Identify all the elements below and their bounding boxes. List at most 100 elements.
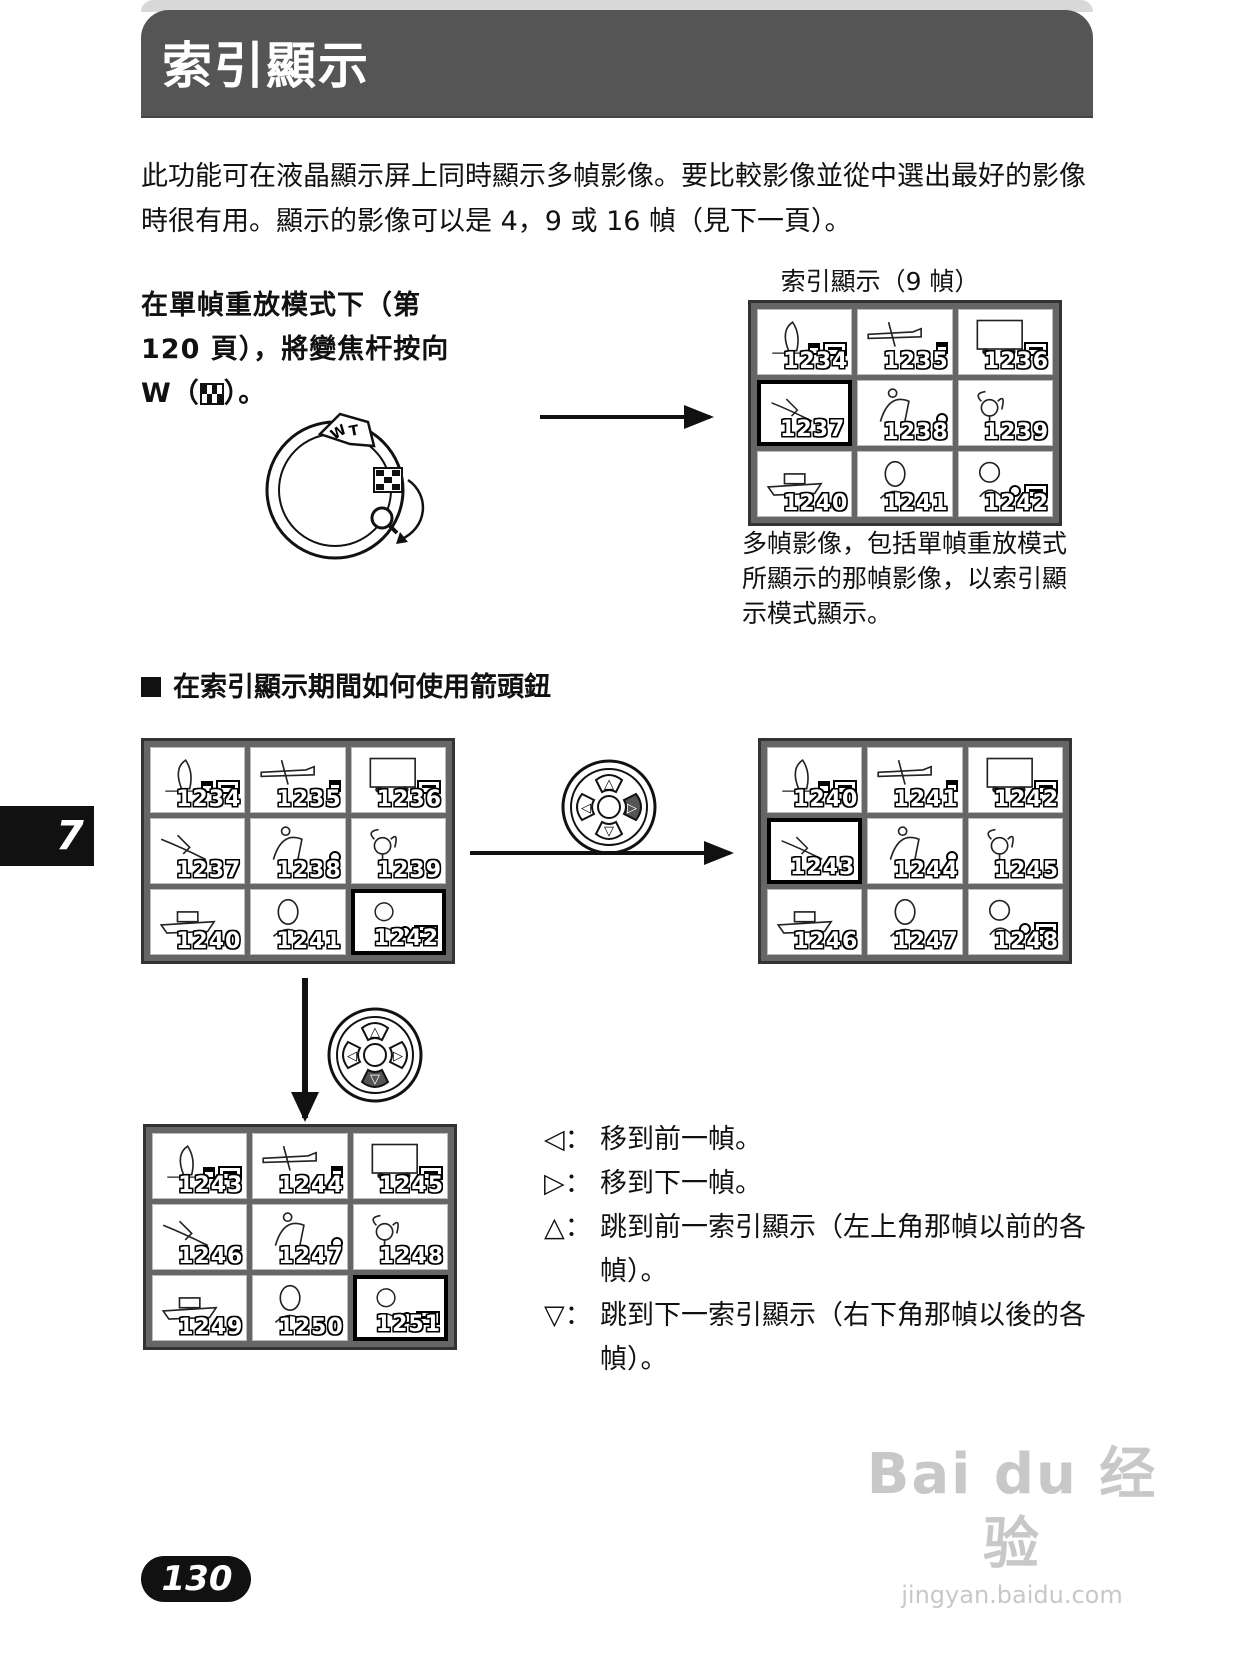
frame-number: 1239 xyxy=(983,420,1049,445)
frame-number: 1236 xyxy=(376,787,442,812)
thumbnail-image xyxy=(976,319,1023,355)
chapter-number: 7 xyxy=(56,813,84,859)
legend-row: △：跳到前一索引顯示（左上角那幀以前的各幀）。 xyxy=(544,1206,1104,1294)
arrow-right-1 xyxy=(540,405,714,429)
protect-icon xyxy=(417,780,441,794)
index-grid-left: 1234 1235 1236 1237 1238 1239 1240 1241 1242 xyxy=(141,738,455,964)
index-caption: 索引顯示（9 幀） xyxy=(780,267,980,296)
thumbnail-badges xyxy=(1034,780,1058,794)
zoom-lever-illustration: W T xyxy=(265,412,425,560)
legend-text: 移到下一幀。 xyxy=(600,1168,762,1199)
print-icon xyxy=(808,343,821,355)
thumbnail-cell: 1240 xyxy=(767,747,863,813)
thumbnail-image xyxy=(167,1145,208,1178)
frame-number: 1244 xyxy=(893,858,959,883)
frame-number: 1237 xyxy=(176,858,242,883)
frame-number: 1238 xyxy=(276,858,342,883)
legend-symbol: △： xyxy=(544,1212,592,1243)
index-view-icon xyxy=(199,383,224,405)
thumbnail-cell-selected: 1237 xyxy=(757,380,853,446)
thumbnail-badges xyxy=(808,342,848,356)
step-line-3-suffix: ）。 xyxy=(223,378,267,409)
thumbnail-image xyxy=(162,1220,209,1247)
thumbnail-cell: 1240 xyxy=(150,889,246,955)
frame-number: 1240 xyxy=(176,929,242,954)
zoom-lever xyxy=(317,412,376,448)
frame-number: 1251 xyxy=(375,1312,441,1337)
thumbnail-image xyxy=(272,826,304,860)
thumbnail-badges xyxy=(330,1166,343,1178)
thumbnail-cell: 1236 xyxy=(957,309,1053,375)
step-line-3: W（）。 xyxy=(141,372,471,416)
sound-icon xyxy=(1009,485,1021,497)
dpad-right-glyph: ▷ xyxy=(627,801,637,816)
thumbnail-cell-selected: 1251 xyxy=(352,1275,448,1341)
thumbnail-image xyxy=(978,461,1003,498)
frame-number: 1247 xyxy=(893,929,959,954)
thumbnail-cell: 1239 xyxy=(957,380,1053,446)
thumbnail-image xyxy=(159,911,216,934)
index-note: 多幀影像，包括單幀重放模式所顯示的那幀影像，以索引顯示模式顯示。 xyxy=(742,529,1068,628)
thumbnail-badges xyxy=(201,780,241,794)
thumbnail-cell: 1241 xyxy=(867,747,963,813)
thumbnail-cell: 1235 xyxy=(250,747,346,813)
frame-number: 1239 xyxy=(376,858,442,883)
sound-icon xyxy=(1019,923,1031,935)
protect-icon xyxy=(218,1166,243,1180)
section-heading-text: 在索引顯示期間如何使用箭頭鈕 xyxy=(173,672,551,703)
thumbnail-cell: 1240 xyxy=(757,451,853,517)
thumbnail-cell: 1248 xyxy=(967,889,1063,955)
thumbnail-badges xyxy=(328,780,341,792)
thumbnail-cell: 1238 xyxy=(857,380,953,446)
frame-number: 1243 xyxy=(790,855,856,880)
sound-icon xyxy=(935,413,948,425)
thumbnail-image xyxy=(890,898,921,937)
frame-number: 1234 xyxy=(783,349,849,374)
thumbnail-image xyxy=(977,390,1004,428)
thumbnail-cell-selected: 1243 xyxy=(767,818,863,884)
frame-number: 1234 xyxy=(176,787,242,812)
frame-number: 1242 xyxy=(983,491,1049,516)
thumbnail-cell: 1242 xyxy=(967,747,1063,813)
dpad-right-glyph: ▷ xyxy=(393,1049,403,1064)
dpad-down-glyph: ▽ xyxy=(604,824,614,839)
frame-number: 1236 xyxy=(983,349,1049,374)
thumbnail-cell: 1244 xyxy=(252,1133,348,1199)
frame-number: 1242 xyxy=(373,926,439,951)
frame-number: 1237 xyxy=(780,417,846,442)
zoom-t-label: T xyxy=(348,422,361,439)
thumbnail-cell: 1246 xyxy=(767,889,863,955)
thumbnail-cell: 1239 xyxy=(350,818,446,884)
frame-number: 1248 xyxy=(378,1244,444,1269)
print-icon xyxy=(818,781,831,793)
watermark-brand: Bai du 经验 xyxy=(866,1442,1158,1577)
thumbnail-cell: 1248 xyxy=(352,1204,448,1270)
thumbnail-image xyxy=(889,826,921,860)
thumbnail-image xyxy=(988,899,1013,936)
thumbnail-badges xyxy=(399,925,438,939)
thumbnail-image xyxy=(275,1284,306,1323)
sound-icon xyxy=(399,926,411,938)
thumbnail-image xyxy=(877,759,933,785)
legend-symbol: ▷： xyxy=(544,1168,592,1199)
frame-number: 1247 xyxy=(278,1244,344,1269)
legend-symbol: ◁： xyxy=(544,1124,592,1155)
thumbnail-cell: 1237 xyxy=(150,818,246,884)
thumbnail-image xyxy=(376,1288,398,1321)
thumbnail-cell: 1235 xyxy=(857,309,953,375)
print-icon xyxy=(328,780,341,792)
print-icon xyxy=(330,1166,343,1178)
legend-text: 跳到下一索引顯示（右下角那幀以後的各幀）。 xyxy=(600,1300,1086,1375)
thumbnail-image xyxy=(880,460,911,499)
thumbnail-image xyxy=(374,902,396,935)
thumbnail-cell: 1245 xyxy=(352,1133,448,1199)
thumbnail-badges xyxy=(419,1166,443,1180)
protect-icon xyxy=(1024,484,1048,498)
thumbnail-cell: 1249 xyxy=(152,1275,248,1341)
frame-number: 1241 xyxy=(276,929,342,954)
watermark-url: jingyan.baidu.com xyxy=(901,1581,1123,1609)
dpad-up-glyph: △ xyxy=(370,1025,380,1040)
